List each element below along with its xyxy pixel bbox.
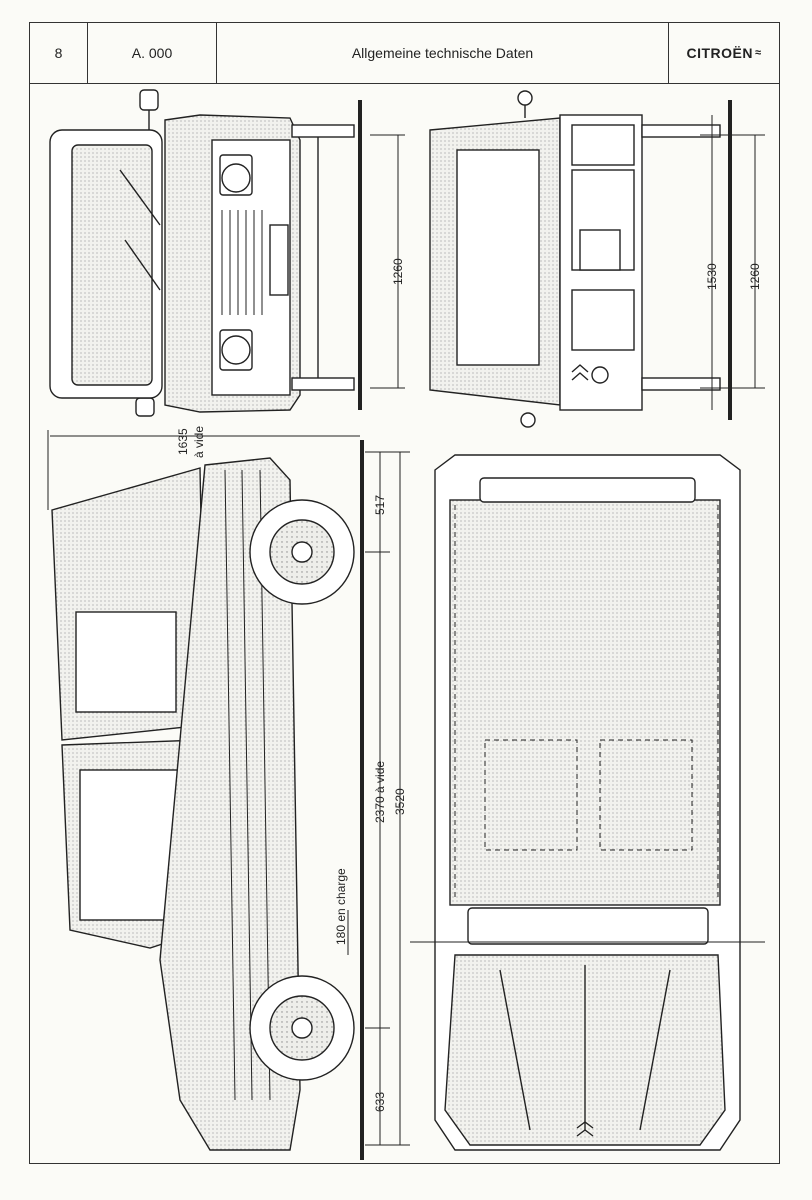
brand-logo: CITROËN ≈ <box>669 23 779 83</box>
height-condition-label: à vide <box>192 426 206 458</box>
page-header: 8 A. 000 Allgemeine technische Daten CIT… <box>30 23 779 84</box>
front-track-label: 1260 <box>391 258 405 285</box>
rear-overall-width-label: 1530 <box>705 263 719 290</box>
rear-overhang-label: 633 <box>373 1092 387 1112</box>
rear-view <box>429 90 732 428</box>
page-number: 8 <box>30 23 88 83</box>
page-frame: 8 A. 000 Allgemeine technische Daten CIT… <box>29 22 780 1164</box>
height-label: 1635 <box>176 428 190 455</box>
side-view <box>51 440 364 1160</box>
front-overhang-label: 517 <box>373 495 387 515</box>
ground-clearance-label: 180 en charge <box>334 868 348 945</box>
section-code: A. 000 <box>88 23 217 83</box>
rear-width-dimension <box>700 115 765 410</box>
height-dimension <box>47 430 360 510</box>
length-dimensions <box>347 451 410 1146</box>
page-title: Allgemeine technische Daten <box>217 23 669 83</box>
wheelbase-label: 2370 à vide <box>373 761 387 823</box>
chevrons-icon: ≈ <box>754 47 762 59</box>
front-track-dimension <box>370 134 405 389</box>
rear-track-label: 1260 <box>748 263 762 290</box>
overall-length-label: 3520 <box>393 788 407 815</box>
brand-name: CITROËN <box>686 45 753 61</box>
top-view <box>410 454 765 1151</box>
front-view <box>49 89 362 417</box>
